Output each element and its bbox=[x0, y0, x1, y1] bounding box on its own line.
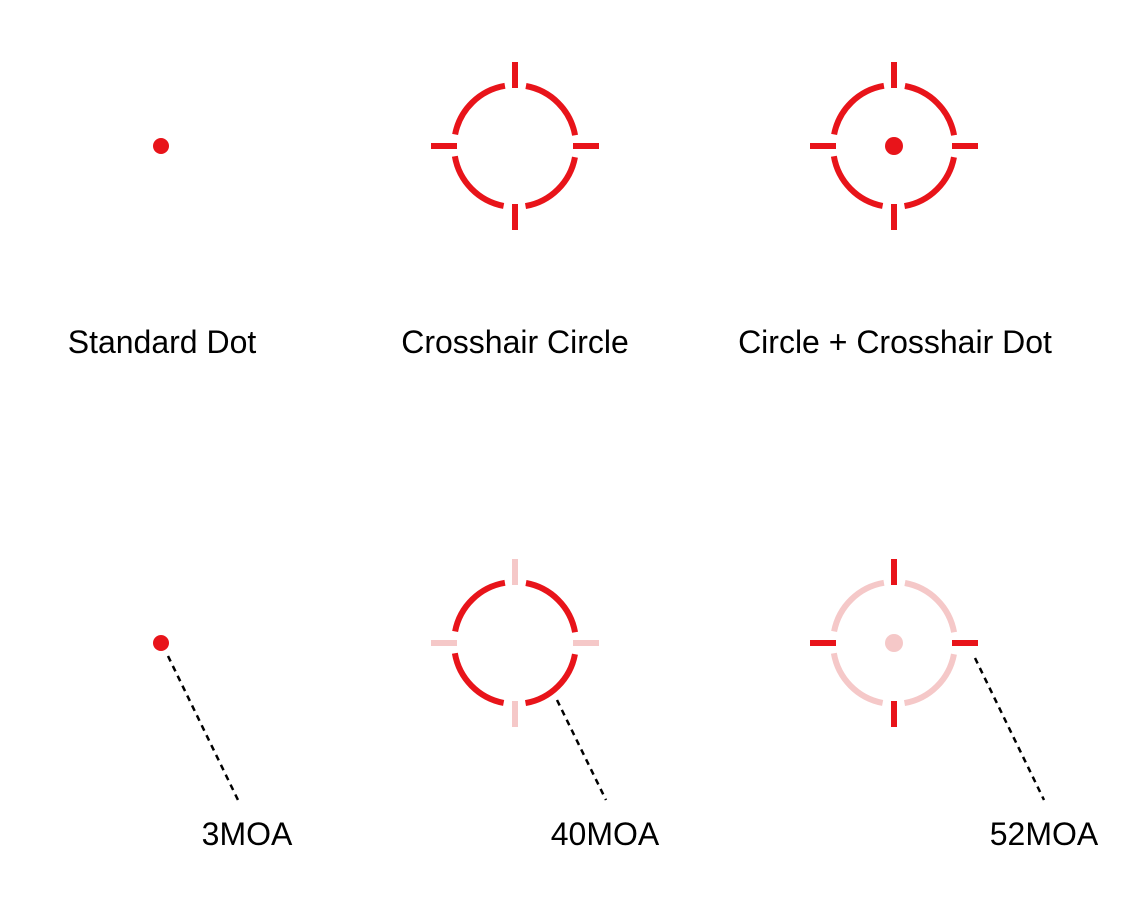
faded-crosshair-ticks bbox=[431, 559, 599, 727]
dot-3moa bbox=[153, 635, 169, 651]
moa-label-40: 40MOA bbox=[550, 816, 660, 852]
circle-40moa bbox=[451, 579, 579, 707]
circle-crosshair-dot-reticle bbox=[810, 62, 978, 230]
faded-center-dot bbox=[885, 634, 903, 652]
leader-line-40moa bbox=[555, 699, 608, 801]
leader-line-3moa bbox=[166, 655, 240, 801]
crosshair-ticks-52moa bbox=[810, 559, 978, 727]
leader-line-52moa bbox=[973, 657, 1046, 801]
moa-label-52: 52MOA bbox=[989, 816, 1099, 852]
reticle-name-crosshair-circle: Crosshair Circle bbox=[401, 324, 629, 360]
center-dot bbox=[885, 137, 903, 155]
crosshair-circle-reticle bbox=[431, 62, 599, 230]
reticle-name-standard-dot: Standard Dot bbox=[67, 324, 257, 360]
standard-dot-reticle bbox=[153, 138, 169, 154]
reticle-name-circle-crosshair-dot: Circle + Crosshair Dot bbox=[738, 324, 1052, 360]
moa-label-3: 3MOA bbox=[201, 816, 293, 852]
